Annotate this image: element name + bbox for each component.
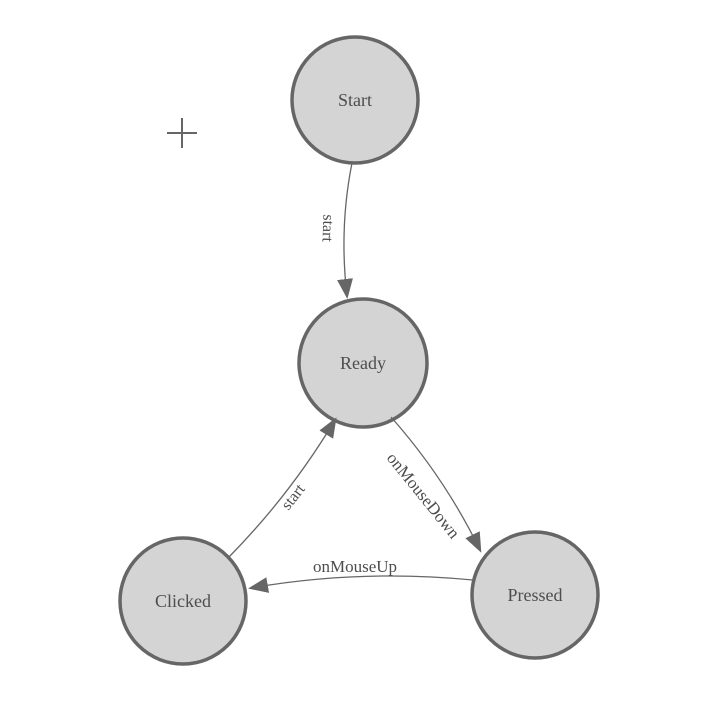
edge-line <box>390 416 482 553</box>
edge-line <box>248 575 474 593</box>
state-circle <box>297 297 429 429</box>
state-circle <box>470 530 600 660</box>
transition-edge-ready-to-pressed[interactable]: onMouseDown <box>383 416 482 553</box>
edge-label: start <box>278 481 309 514</box>
edge-label: onMouseUp <box>313 557 397 576</box>
state-node-start[interactable]: Start <box>290 35 420 165</box>
transition-edge-start-to-ready[interactable]: start <box>319 162 353 299</box>
state-node-clicked[interactable]: Clicked <box>118 536 248 666</box>
transition-edge-pressed-to-clicked[interactable]: onMouseUp <box>248 557 474 593</box>
state-circle <box>290 35 420 165</box>
edge-line <box>228 417 337 558</box>
edge-line <box>337 162 353 299</box>
edge-label: start <box>319 214 337 243</box>
state-node-ready[interactable]: Ready <box>297 297 429 429</box>
state-node-pressed[interactable]: Pressed <box>470 530 600 660</box>
transition-edge-clicked-to-ready[interactable]: start <box>228 417 337 558</box>
edge-label: onMouseDown <box>383 449 464 543</box>
state-circle <box>118 536 248 666</box>
origin-crosshair-icon <box>167 118 197 148</box>
